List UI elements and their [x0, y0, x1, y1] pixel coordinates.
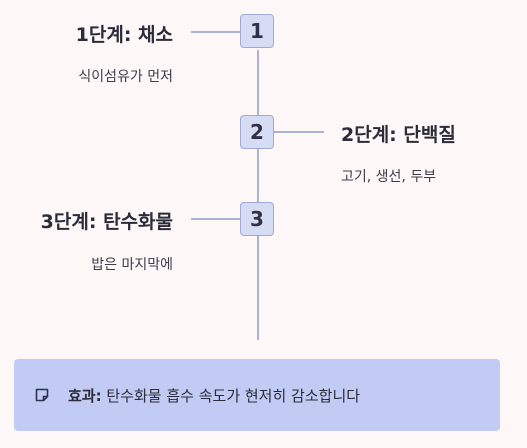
step-2-number: 2	[250, 120, 264, 144]
effect-note: 효과: 탄수화물 흡수 속도가 현저히 감소합니다	[14, 359, 500, 431]
sticky-note-icon	[34, 387, 50, 403]
step-3-connector	[191, 218, 241, 220]
step-3-title: 3단계: 탄수화물	[40, 211, 173, 233]
step-2-title: 2단계: 단백질	[341, 124, 456, 146]
step-1-desc: 식이섬유가 먼저	[78, 69, 173, 85]
step-1-title: 1단계: 채소	[75, 24, 173, 46]
step-2-connector	[274, 131, 324, 133]
step-3-node: 3	[240, 202, 274, 236]
timeline-line	[257, 50, 259, 340]
step-1-connector	[191, 31, 241, 33]
step-2-node: 2	[240, 115, 274, 149]
step-1-number: 1	[250, 19, 264, 43]
effect-note-body: 탄수화물 흡수 속도가 현저히 감소합니다	[101, 386, 361, 405]
step-1-node: 1	[240, 14, 274, 48]
effect-note-text: 효과: 탄수화물 흡수 속도가 현저히 감소합니다	[68, 385, 360, 406]
effect-note-label: 효과:	[68, 386, 102, 405]
step-3-number: 3	[250, 207, 264, 231]
step-3-desc: 밥은 마지막에	[91, 257, 173, 273]
step-2-desc: 고기, 생선, 두부	[341, 169, 437, 185]
